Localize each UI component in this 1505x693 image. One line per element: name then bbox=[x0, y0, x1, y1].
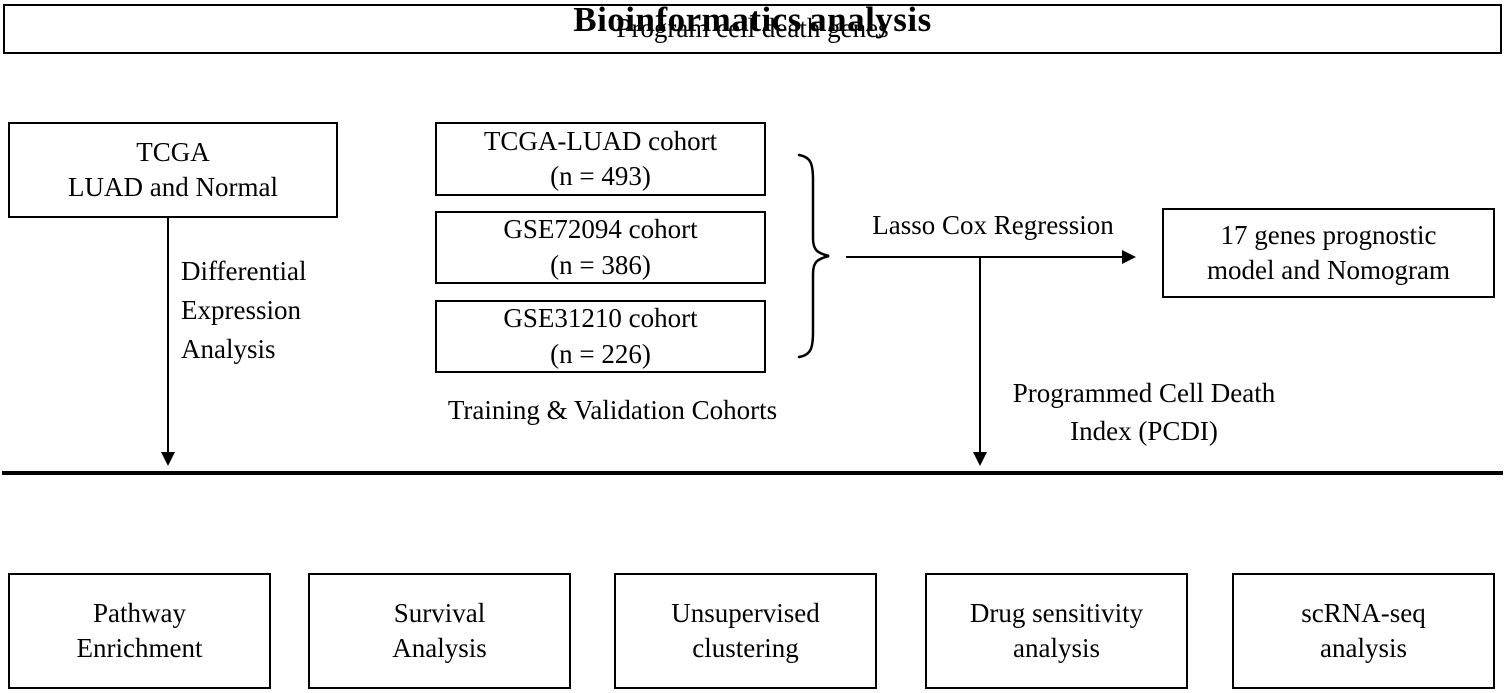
tcga-source-line2: LUAD and Normal bbox=[68, 172, 278, 202]
pcdi-arrowhead-icon bbox=[973, 452, 987, 466]
differential-expression-label: Differential Expression Analysis bbox=[181, 252, 306, 369]
analysis-box-scrna-seq: scRNA-seq analysis bbox=[1232, 573, 1495, 689]
pcdi-label-line1: Programmed Cell Death bbox=[1012, 378, 1276, 408]
cohort-box-gse31210: GSE31210 cohort (n = 226) bbox=[435, 300, 766, 373]
analysis-4-line1: scRNA-seq bbox=[1301, 597, 1426, 628]
tcga-source-box: TCGA LUAD and Normal bbox=[8, 122, 338, 218]
diff-label-line1: Differential bbox=[181, 256, 307, 286]
cohort-1-n: (n = 386) bbox=[550, 249, 651, 280]
analysis-1-line2: Analysis bbox=[392, 633, 487, 663]
training-validation-caption: Training & Validation Cohorts bbox=[447, 395, 778, 425]
curly-brace-icon bbox=[797, 153, 830, 359]
analysis-0-line2: Enrichment bbox=[76, 633, 203, 663]
cohort-box-tcga-luad: TCGA-LUAD cohort (n = 493) bbox=[435, 122, 766, 196]
cohort-2-n: (n = 226) bbox=[550, 338, 651, 369]
title-box-label: Program cell death genes bbox=[616, 13, 889, 44]
lasso-cox-regression-label: Lasso Cox Regression bbox=[872, 210, 1114, 240]
analysis-2-line1: Unsupervised bbox=[671, 597, 820, 628]
result-box-line2: model and Nomogram bbox=[1207, 255, 1450, 285]
cohort-1-name: GSE72094 cohort bbox=[503, 214, 698, 245]
cohort-0-n: (n = 493) bbox=[550, 161, 651, 191]
diff-label-line3: Analysis bbox=[181, 334, 276, 365]
pcdi-arrow-line bbox=[979, 256, 981, 454]
analysis-0-line1: Pathway bbox=[93, 597, 186, 628]
differential-expression-arrow-line bbox=[167, 218, 169, 454]
pcdi-label-line2: Index (PCDI) bbox=[1070, 415, 1218, 446]
cohort-box-gse72094: GSE72094 cohort (n = 386) bbox=[435, 211, 766, 284]
analysis-1-line1: Survival bbox=[393, 597, 486, 628]
analysis-2-line2: clustering bbox=[692, 633, 799, 663]
analysis-4-line2: analysis bbox=[1320, 633, 1407, 663]
pcdi-label: Programmed Cell Death Index (PCDI) bbox=[985, 375, 1303, 451]
analysis-box-survival-analysis: Survival Analysis bbox=[308, 573, 571, 689]
lasso-arrow-line bbox=[846, 256, 1122, 258]
separator-line bbox=[2, 471, 1503, 475]
program-cell-death-genes-box: Program cell death genes bbox=[3, 4, 1502, 54]
tcga-source-line1: TCGA bbox=[136, 136, 210, 167]
prognostic-model-box: 17 genes prognostic model and Nomogram bbox=[1162, 208, 1495, 298]
analysis-box-pathway-enrichment: Pathway Enrichment bbox=[8, 573, 271, 689]
analysis-3-line2: analysis bbox=[1013, 633, 1100, 663]
differential-expression-arrowhead-icon bbox=[161, 452, 175, 466]
analysis-3-line1: Drug sensitivity bbox=[969, 597, 1144, 628]
bioinformatics-heading: Bioinformatics analysis bbox=[573, 0, 932, 39]
analysis-box-drug-sensitivity: Drug sensitivity analysis bbox=[925, 573, 1188, 689]
lasso-arrowhead-icon bbox=[1122, 250, 1136, 264]
cohort-0-name: TCGA-LUAD cohort bbox=[483, 125, 718, 156]
diff-label-line2: Expression bbox=[181, 295, 301, 326]
analysis-box-unsupervised-clustering: Unsupervised clustering bbox=[614, 573, 877, 689]
cohort-2-name: GSE31210 cohort bbox=[503, 303, 698, 334]
result-box-line1: 17 genes prognostic bbox=[1220, 219, 1437, 250]
